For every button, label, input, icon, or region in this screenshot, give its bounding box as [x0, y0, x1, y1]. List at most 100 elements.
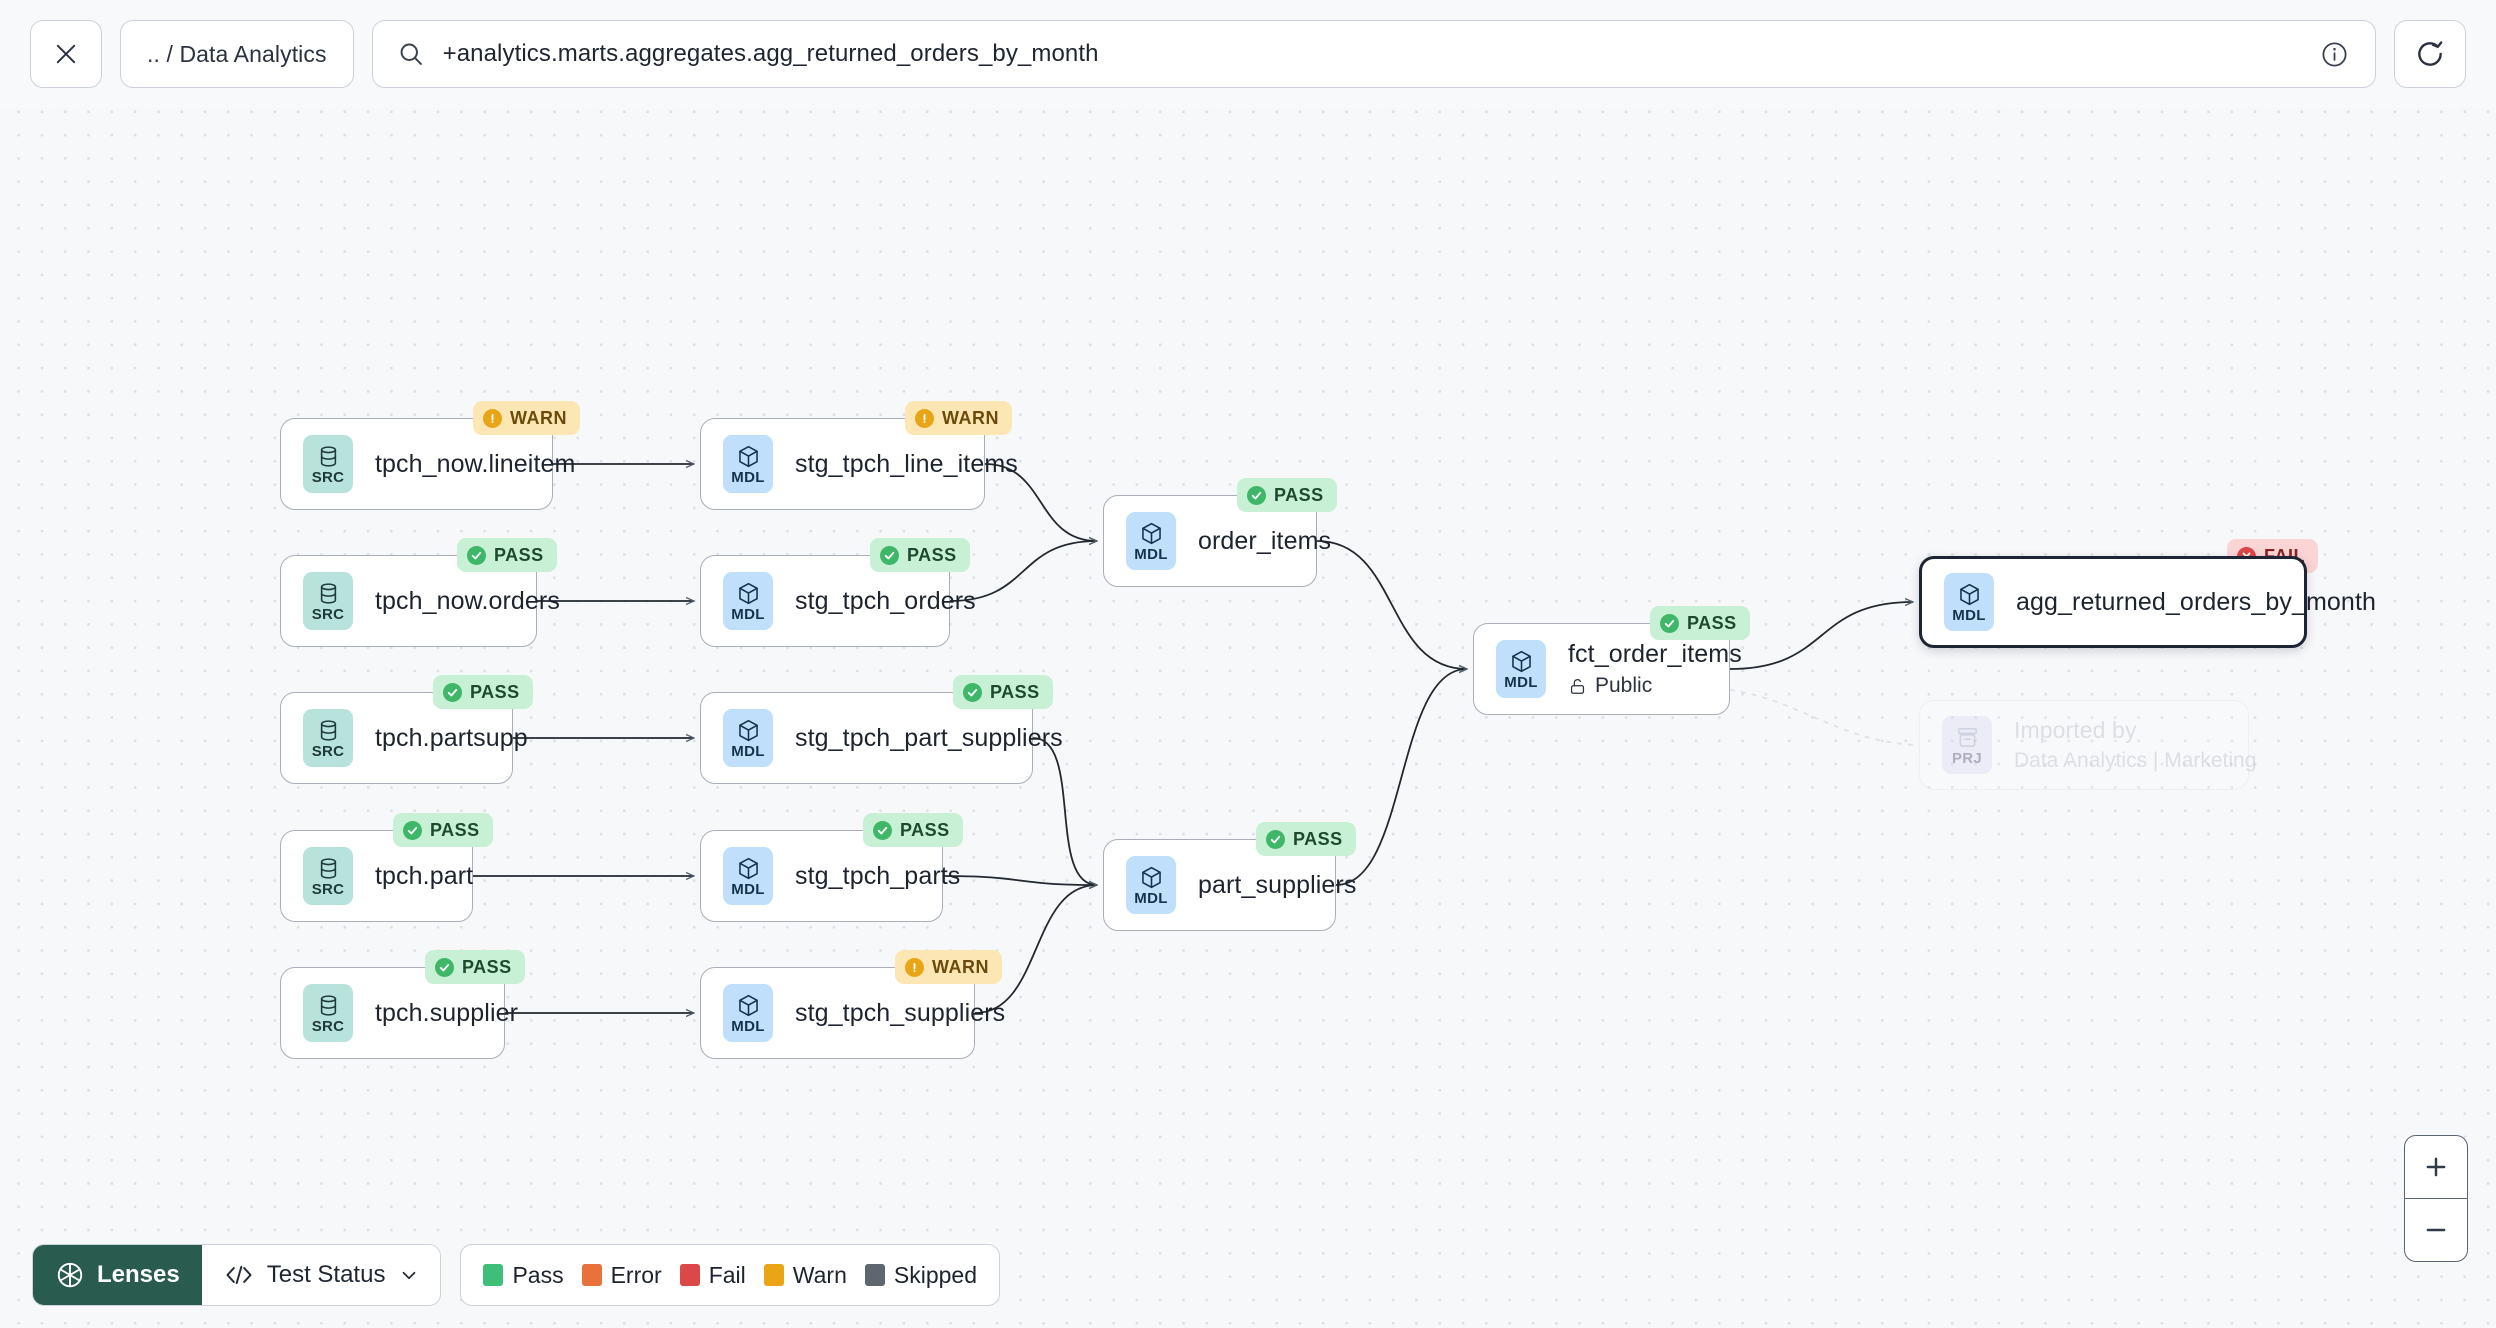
node-type-badge-src: SRC [303, 984, 353, 1042]
status-legend: Pass Error Fail Warn Skipped [460, 1244, 1001, 1306]
zoom-in-button[interactable] [2405, 1136, 2467, 1198]
status-dot-warn [483, 408, 502, 428]
node-type-label: MDL [731, 605, 765, 623]
cube-icon [1959, 583, 1979, 605]
close-icon [56, 44, 76, 64]
search-input[interactable]: +analytics.marts.aggregates.agg_returned… [442, 40, 1099, 67]
exclamation-icon [913, 962, 916, 972]
search-icon [400, 43, 422, 65]
status-dot-warn [915, 408, 934, 428]
legend-label: Error [610, 1261, 662, 1288]
status-label: PASS [900, 819, 950, 840]
database-icon [320, 994, 336, 1016]
status-badge-warn[interactable]: WARN [473, 401, 580, 435]
legend-label: Skipped [893, 1261, 978, 1288]
lenses-label: Lenses [97, 1261, 180, 1288]
node-text: part_suppliers [1198, 871, 1356, 900]
status-dot-pass [443, 682, 462, 702]
status-badge-warn[interactable]: WARN [905, 401, 1012, 435]
breadcrumb-button[interactable]: .. / Data Analytics [120, 20, 354, 88]
status-badge-pass[interactable]: PASS [1256, 822, 1356, 856]
legend-item-error[interactable]: Error [581, 1261, 662, 1289]
status-badge-warn[interactable]: WARN [895, 950, 1002, 984]
node-stg_tpch_line_items[interactable]: MDL stg_tpch_line_items [700, 418, 1018, 510]
node-type-badge-mdl: MDL [723, 435, 773, 493]
node-title: Imported by [2014, 717, 2137, 743]
node-text: tpch_now.orders [375, 587, 560, 616]
node-text: stg_tpch_suppliers [795, 999, 1005, 1028]
status-dot-pass [467, 545, 486, 565]
status-badge-pass[interactable]: PASS [953, 675, 1053, 709]
legend-item-pass[interactable]: Pass [483, 1262, 564, 1289]
search-bar[interactable]: +analytics.marts.aggregates.agg_returned… [371, 20, 2376, 88]
node-type-badge-mdl: MDL [723, 709, 773, 767]
cube-icon [1141, 522, 1161, 544]
status-badge-pass[interactable]: PASS [433, 675, 533, 709]
node-title: tpch.partsupp [375, 723, 528, 752]
status-label: PASS [1293, 828, 1343, 849]
check-icon [407, 826, 418, 834]
status-dot-pass [963, 682, 982, 702]
status-label: WARN [510, 407, 567, 428]
legend-item-fail[interactable]: Fail [679, 1262, 746, 1289]
status-badge-pass[interactable]: PASS [1237, 478, 1337, 512]
node-type-label: PRJ [1951, 749, 1983, 767]
status-dot-warn [905, 957, 924, 977]
node-type-badge-mdl: MDL [723, 984, 773, 1042]
node-type-label: SRC [311, 1017, 345, 1035]
top-toolbar: .. / Data Analytics +analytics.marts.agg… [0, 0, 2496, 108]
node-type-badge-mdl: MDL [1944, 573, 1994, 631]
node-type-badge-mdl: MDL [723, 847, 773, 905]
node-agg_returned_orders[interactable]: MDL agg_returned_orders_by_month [1919, 556, 2376, 648]
node-text: stg_tpch_line_items [795, 450, 1018, 479]
status-label: PASS [990, 681, 1040, 702]
cube-icon [738, 445, 758, 467]
code-icon [226, 1265, 252, 1285]
node-text: stg_tpch_orders [795, 586, 976, 616]
status-label: PASS [907, 544, 957, 565]
zoom-out-button[interactable] [2405, 1199, 2467, 1261]
test-status-dropdown[interactable]: Test Status [201, 1245, 441, 1305]
node-title: stg_tpch_orders [795, 586, 976, 615]
legend-item-warn[interactable]: Warn [763, 1262, 847, 1289]
status-badge-pass[interactable]: PASS [393, 813, 493, 847]
node-type-badge-mdl: MDL [723, 572, 773, 630]
edge-stg_tpch_parts-to-part_suppliers [942, 875, 1097, 885]
edge-part_suppliers-to-fct_order_items [1335, 669, 1467, 886]
cube-icon [738, 719, 758, 741]
status-badge-pass[interactable]: PASS [863, 813, 963, 847]
status-badge-pass[interactable]: PASS [1650, 606, 1750, 640]
node-type-badge-mdl: MDL [1126, 512, 1176, 570]
legend-item-skipped[interactable]: Skipped [864, 1261, 978, 1289]
chevron-down-icon [403, 1271, 416, 1280]
zoom-divider [2405, 1198, 2467, 1199]
status-badge-pass[interactable]: PASS [457, 538, 557, 572]
cube-icon [738, 857, 758, 879]
info-icon[interactable] [2320, 40, 2349, 69]
status-dot-pass [435, 957, 454, 977]
node-text: agg_returned_orders_by_month [2016, 587, 2376, 617]
lenses-button[interactable]: Lenses [33, 1245, 202, 1305]
status-badge-pass[interactable]: PASS [870, 538, 970, 572]
node-title: agg_returned_orders_by_month [2016, 587, 2376, 616]
legend-swatch-error [581, 1264, 602, 1286]
status-badge-pass[interactable]: PASS [425, 950, 525, 984]
bottom-toolbar: Lenses Test Status Pass Error Fail Warn Skip… [32, 1244, 1001, 1306]
node-type-badge-src: SRC [303, 847, 353, 905]
close-button[interactable] [30, 20, 102, 88]
node-type-badge-prj: PRJ [1942, 716, 1992, 774]
legend-swatch-warn [763, 1264, 784, 1286]
check-icon [967, 688, 978, 696]
refresh-button[interactable] [2394, 20, 2466, 88]
check-icon [439, 963, 450, 971]
status-label: PASS [462, 956, 512, 977]
check-icon [1664, 619, 1675, 627]
